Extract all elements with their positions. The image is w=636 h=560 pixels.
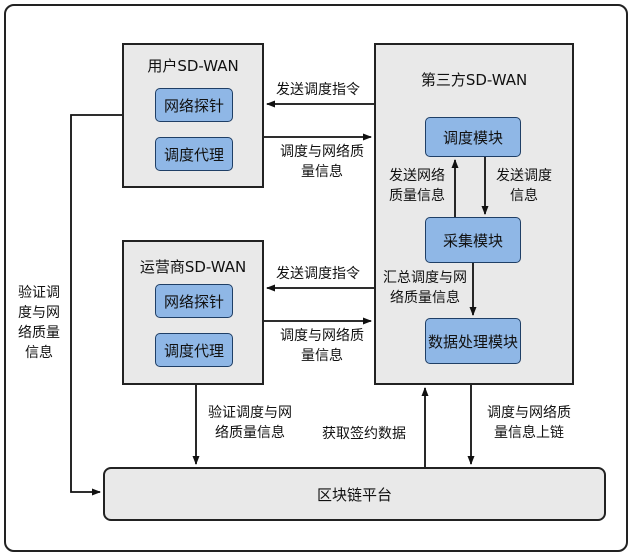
user-sdwan-title: 用户SD-WAN: [147, 57, 239, 75]
label-verify-left-line3: 络质量: [18, 325, 60, 341]
label-aggregate-line2: 络质量信息: [390, 290, 460, 306]
user-network-probe: 网络探针: [155, 88, 233, 122]
label-quality-mid-line2: 量信息: [301, 348, 343, 364]
arrow-user-to-chain: [70, 114, 122, 496]
label-get-contract-data: 获取签约数据: [322, 426, 406, 442]
label-verify-left-line1: 验证调: [18, 285, 60, 301]
label-send-quality-line1: 发送网络: [389, 168, 445, 184]
scheduling-module: 调度模块: [425, 117, 521, 157]
label-quality-top-line2: 量信息: [301, 164, 343, 180]
blockchain-platform-label: 区块链平台: [316, 485, 392, 504]
label-onchain-line2: 量信息上链: [494, 425, 564, 441]
operator-network-probe: 网络探针: [155, 284, 233, 318]
label-quality-mid: 调度与网络质 量信息: [272, 326, 372, 366]
label-send-dispatch-info: 发送调度 信息: [489, 166, 559, 206]
label-send-dispatch-top: 发送调度指令: [276, 82, 360, 98]
blockchain-platform: 区块链平台: [103, 467, 606, 521]
operator-sdwan-title: 运营商SD-WAN: [139, 258, 247, 276]
label-onchain-line1: 调度与网络质: [487, 405, 571, 421]
collection-module: 采集模块: [425, 217, 521, 263]
label-quality-top-line1: 调度与网络质: [280, 144, 364, 160]
label-send-dispatch-info-line2: 信息: [510, 188, 538, 204]
operator-dispatch-agent: 调度代理: [155, 333, 233, 367]
label-send-dispatch-mid: 发送调度指令: [276, 266, 360, 282]
outer-frame: [4, 4, 628, 552]
data-processing-module: 数据处理模块: [425, 318, 521, 364]
label-verify-left-line2: 度与网: [18, 305, 60, 321]
label-send-dispatch-info-line1: 发送调度: [496, 168, 552, 184]
label-quality-mid-line1: 调度与网络质: [280, 328, 364, 344]
label-verify-left: 验证调 度与网 络质量 信息: [10, 283, 68, 363]
user-dispatch-agent: 调度代理: [155, 137, 233, 171]
label-verify-bottom-line1: 验证调度与网: [208, 405, 292, 421]
label-verify-bottom-line2: 络质量信息: [215, 425, 285, 441]
third-party-sdwan-title: 第三方SD-WAN: [420, 71, 528, 89]
label-verify-left-line4: 信息: [25, 345, 53, 361]
label-send-quality: 发送网络 质量信息: [382, 166, 452, 206]
label-aggregate-line1: 汇总调度与网: [383, 270, 467, 286]
label-quality-top: 调度与网络质 量信息: [272, 142, 372, 182]
label-onchain: 调度与网络质 量信息上链: [474, 403, 584, 443]
label-verify-bottom: 验证调度与网 络质量信息: [200, 403, 300, 443]
label-aggregate: 汇总调度与网 络质量信息: [378, 268, 472, 308]
label-send-quality-line2: 质量信息: [389, 188, 445, 204]
